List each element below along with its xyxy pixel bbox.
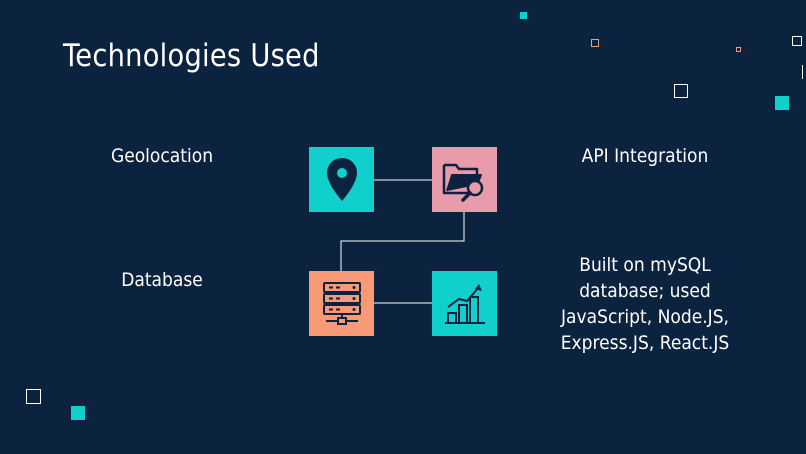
database-tile [309, 271, 374, 336]
description-line: database; used [579, 280, 711, 302]
decorative-square [26, 389, 41, 404]
slide-title: Technologies Used [63, 38, 320, 74]
geolocation-label: Geolocation [110, 145, 214, 167]
analytics-tile [432, 271, 497, 336]
bar-chart-growth-icon [444, 283, 485, 324]
server-network-icon [322, 281, 361, 325]
description-line: Express.JS, React.JS [560, 332, 730, 354]
description-line: JavaScript, Node.JS, [561, 306, 729, 328]
decorative-square [520, 12, 527, 19]
decorative-square [802, 65, 806, 79]
api-integration-tile [432, 147, 497, 212]
decorative-square [775, 96, 789, 110]
description-line: Built on mySQL [579, 254, 711, 276]
connector-api-db [340, 212, 465, 271]
decorative-square [674, 84, 688, 98]
decorative-square [71, 406, 85, 420]
geolocation-tile [309, 147, 374, 212]
folder-search-icon [442, 163, 483, 202]
decorative-square [792, 36, 802, 46]
api-integration-label: API Integration [581, 145, 709, 167]
map-pin-icon [326, 157, 357, 201]
decorative-square [736, 47, 741, 52]
technology-description: Built on mySQL database; used JavaScript… [551, 252, 740, 356]
database-label: Database [121, 269, 203, 291]
decorative-square [591, 39, 599, 47]
